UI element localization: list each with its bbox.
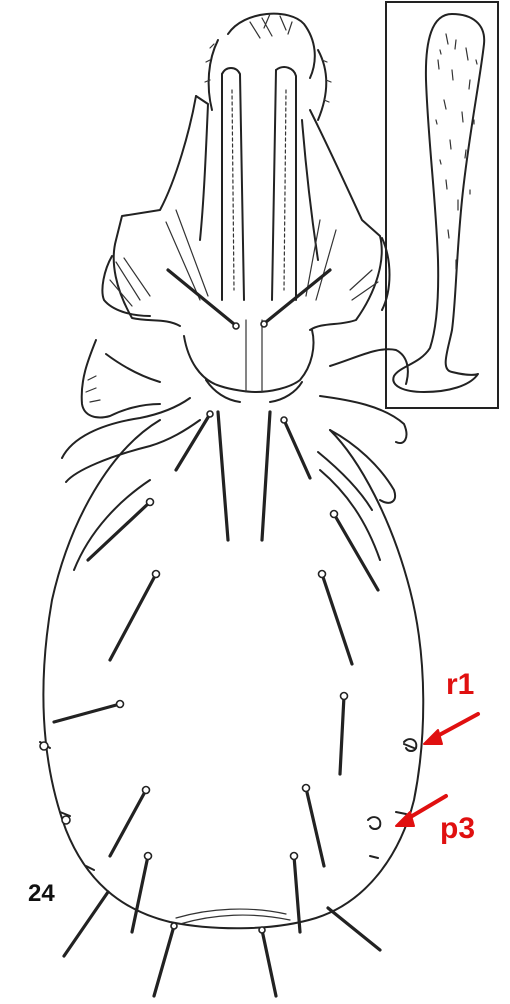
annotation-label-r1: r1 — [446, 668, 475, 701]
inset-seta-detail — [392, 13, 486, 393]
pore-r1 — [403, 738, 418, 752]
dorsal-setae — [39, 410, 418, 998]
arrow-r1 — [423, 712, 480, 745]
annotation-label-p3: p3 — [440, 812, 476, 845]
idiosoma — [39, 419, 425, 930]
pore-p3 — [367, 816, 382, 830]
annotation-arrows — [395, 712, 480, 827]
arrow-p3 — [395, 794, 448, 827]
gnathosoma — [61, 12, 409, 511]
inset-panel — [385, 1, 499, 409]
figure-number: 24 — [28, 880, 55, 907]
